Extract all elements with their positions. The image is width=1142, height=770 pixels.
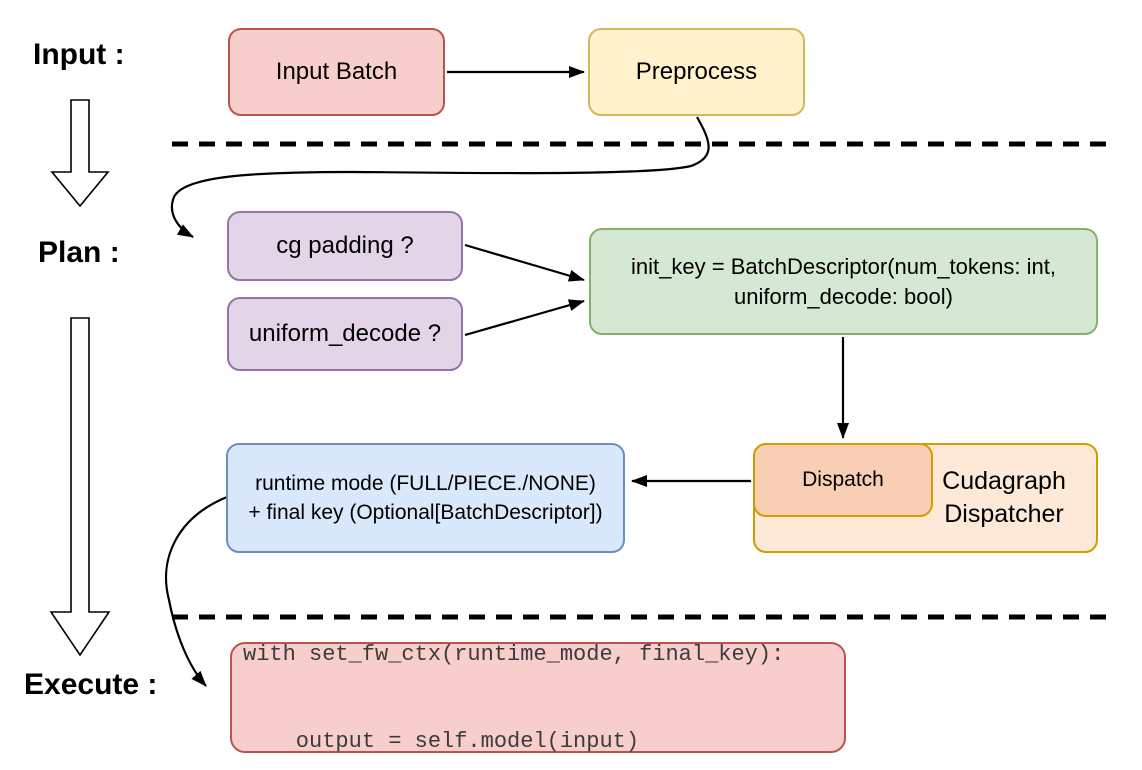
arrow-uniformdecode-to-initkey: [464, 299, 585, 337]
stage-label-execute: Execute :: [24, 668, 158, 701]
node-execute-code: with set_fw_ctx(runtime_mode, final_key)…: [230, 642, 846, 754]
node-init-key-label: init_key = BatchDescriptor(num_tokens: i…: [591, 252, 1096, 312]
node-runtime-result: runtime mode (FULL/PIECE./NONE) + final …: [226, 443, 625, 553]
node-dispatch-label: Dispatch: [802, 468, 884, 491]
arrow-runtime-to-executecode: [164, 495, 228, 687]
node-input-batch: Input Batch: [228, 28, 445, 116]
node-dispatch: Dispatch: [753, 443, 933, 517]
node-runtime-result-label: runtime mode (FULL/PIECE./NONE) + final …: [228, 469, 623, 527]
node-cudagraph-dispatcher-label: Cudagraph Dispatcher: [942, 467, 1066, 528]
node-execute-code-line2: output = self.model(input): [243, 728, 640, 754]
node-uniform-decode-label: uniform_decode ?: [248, 320, 442, 347]
node-uniform-decode: uniform_decode ?: [227, 297, 463, 371]
node-init-key-line1: init_key = BatchDescriptor(num_tokens: i…: [631, 253, 1056, 279]
stage-arrow-input-to-plan-icon: [50, 99, 110, 208]
node-cg-padding: cg padding ?: [227, 211, 463, 281]
node-execute-code-line1: with set_fw_ctx(runtime_mode, final_key)…: [243, 641, 785, 667]
arrow-cgpadding-to-initkey: [464, 243, 585, 282]
stage-arrow-plan-to-execute-icon: [49, 317, 111, 657]
node-init-key: init_key = BatchDescriptor(num_tokens: i…: [589, 228, 1098, 335]
node-runtime-result-line2: + final key (Optional[BatchDescriptor]): [248, 501, 603, 524]
node-input-batch-label: Input Batch: [275, 58, 398, 85]
stage-label-input: Input :: [33, 38, 125, 71]
stage-label-plan: Plan :: [38, 236, 120, 269]
node-runtime-result-line1: runtime mode (FULL/PIECE./NONE): [255, 472, 596, 495]
node-init-key-line2: uniform_decode: bool): [734, 283, 953, 309]
node-execute-code-label: with set_fw_ctx(runtime_mode, final_key)…: [232, 582, 784, 770]
node-preprocess: Preprocess: [588, 28, 805, 116]
node-cg-padding-label: cg padding ?: [276, 232, 414, 259]
node-preprocess-label: Preprocess: [635, 58, 758, 85]
